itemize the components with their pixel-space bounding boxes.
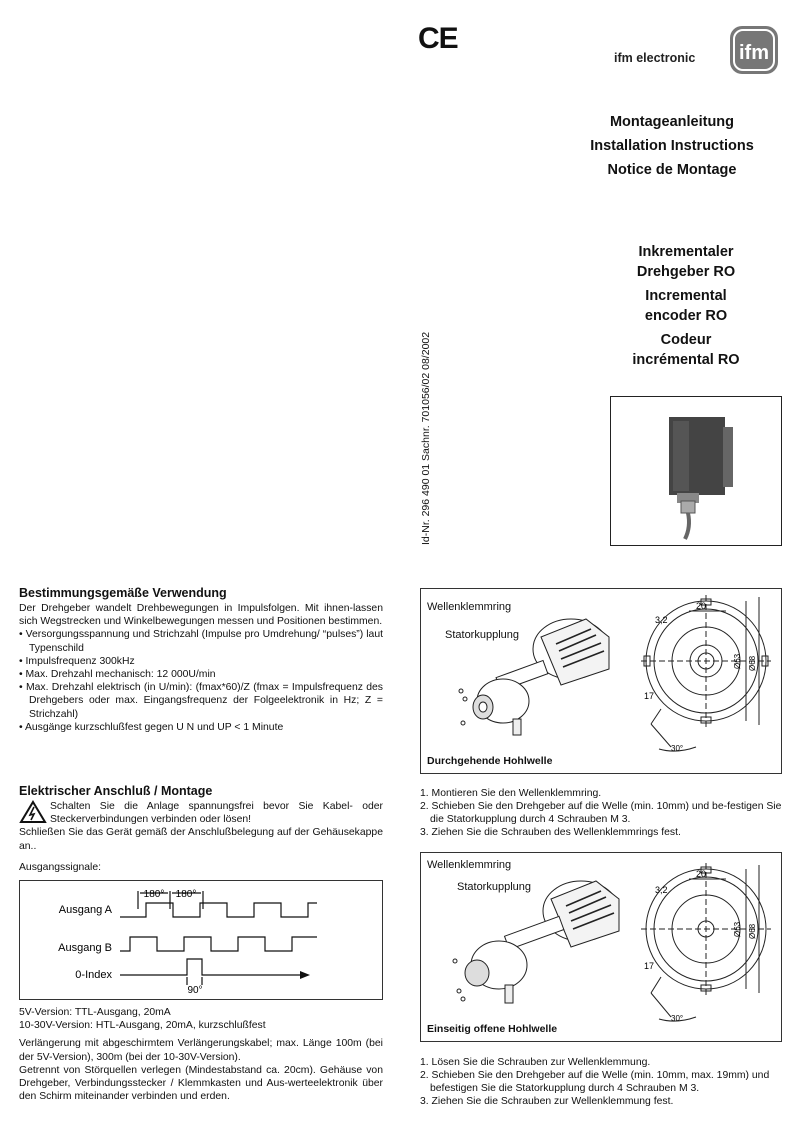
shield-note: Getrennt von Störquellen verlegen (Minde… [19, 1064, 383, 1103]
encoder-photo-icon [669, 417, 733, 540]
steps-through-shaft: 1. Montieren Sie den Wellenklemmring. 2.… [420, 787, 782, 839]
usage-bullet-3: • Max. Drehzahl mechanisch: 12 000U/min [19, 669, 216, 681]
signal-a-label: Ausgang A [59, 904, 113, 916]
product-block: Inkrementaler Drehgeber RO Incremental e… [606, 242, 766, 370]
connect-text: Schließen Sie das Gerät gemäß der Anschl… [19, 827, 383, 852]
product-de-2: Drehgeber RO [636, 264, 736, 280]
logo-shape: ifm [730, 26, 778, 74]
figure1-caption: Durchgehende Hohlwelle [427, 755, 553, 767]
dim2-30deg: 30° [671, 1014, 683, 1023]
title-en: Installation Instructions [590, 138, 754, 154]
dim-17: 17 [644, 691, 654, 701]
side-id-number: Id-Nr. 296 490 01 Sachnr. 701056/02 08/2… [420, 331, 432, 545]
label-statorkupplung: Statorkupplung [445, 629, 519, 641]
steps-blind-shaft: 1. Lösen Sie die Schrauben zur Wellenkle… [420, 1056, 782, 1108]
label-180-1: 180° [144, 889, 165, 900]
signal-index-label: 0-Index [75, 969, 112, 981]
dim-30deg: 30° [671, 744, 683, 753]
product-fr-1: Codeur [660, 332, 712, 348]
product-de-1: Inkrementaler [638, 244, 734, 260]
label-wellenklemmring: Wellenklemmring [427, 601, 512, 613]
signal-b-label: Ausgang B [58, 942, 112, 954]
dim2-d68: Ø68 [748, 923, 757, 939]
usage-intro: Der Drehgeber wandelt Drehbewegungen in … [19, 603, 383, 628]
usage-bullet-5: • Ausgänge kurzschlußfest gegen U N und … [19, 721, 284, 733]
electrical-section: Elektrischer Anschluß / Montage Schalten… [19, 784, 383, 874]
step2-1: 1. Lösen Sie die Schrauben zur Wellenkle… [420, 1057, 651, 1068]
ifm-logo: ifm [726, 22, 782, 78]
step2-2: 2. Schieben Sie den Drehgeber auf die We… [420, 1070, 770, 1094]
warning-text: Schalten Sie die Anlage spannungsfrei be… [50, 801, 383, 826]
step2-3: 3. Ziehen Sie die Schrauben zur Wellenkl… [420, 1096, 674, 1107]
title-de: Montageanleitung [609, 114, 735, 130]
electrical-heading: Elektrischer Anschluß / Montage [19, 784, 213, 798]
signal-diagram: 180° 180° Ausgang A Ausgang B 0-Index 90… [19, 880, 383, 1000]
label2-wellenklemmring: Wellenklemmring [427, 859, 512, 871]
dim2-17: 17 [644, 961, 654, 971]
pulse-diagram-icon: 180° 180° Ausgang A Ausgang B 0-Index 90… [58, 889, 317, 996]
version-10-30v: 10-30V-Version: HTL-Ausgang, 20mA, kurzs… [19, 1020, 266, 1032]
warning-triangle-icon [19, 800, 47, 823]
figure-through-shaft: 20 3,2 Ø63 Ø68 17 30° Wellenklemmring St… [420, 588, 782, 774]
cable-note: Verlängerung mit abgeschirmtem Verlänger… [19, 1038, 383, 1063]
product-photo [610, 396, 782, 546]
figure-blind-shaft: 20 3,2 Ø63 Ø68 17 30° Wellenklemmring St… [420, 852, 782, 1042]
dim-3-2: 3,2 [655, 615, 668, 625]
ce-mark: CE [418, 22, 459, 55]
step1-3: 3. Ziehen Sie die Schrauben des Wellenkl… [420, 827, 681, 838]
dim2-20: 20 [696, 869, 706, 879]
step1-1: 1. Montieren Sie den Wellenklemmring. [420, 788, 602, 799]
product-en-1: Incremental [645, 288, 727, 304]
logo-text: ifm [739, 42, 769, 64]
dim2-3-2: 3,2 [655, 885, 668, 895]
label-180-2: 180° [176, 889, 197, 900]
dim2-d63: Ø63 [733, 921, 742, 937]
blind-shaft-drawing-icon: 20 3,2 Ø63 Ø68 17 30° [452, 863, 771, 1023]
product-fr-2: incrémental RO [632, 352, 740, 368]
title-block: Montageanleitung Installation Instructio… [572, 110, 772, 182]
product-en-2: encoder RO [644, 308, 728, 324]
usage-bullet-4: • Max. Drehzahl elektrisch (in U/min): (… [19, 682, 383, 720]
warning-block: Schalten Sie die Anlage spannungsfrei be… [19, 800, 383, 826]
dim-20: 20 [696, 601, 706, 611]
usage-bullet-1: • Versorgungsspannung und Strichzahl (Im… [19, 629, 383, 654]
version-5v: 5V-Version: TTL-Ausgang, 20mA [19, 1007, 171, 1018]
usage-heading: Bestimmungsgemäße Verwendung [19, 586, 227, 600]
label-90: 90° [187, 985, 202, 996]
dim-d68: Ø68 [748, 655, 757, 671]
step1-2: 2. Schieben Sie den Drehgeber auf die We… [420, 801, 782, 825]
dim-d63: Ø63 [733, 653, 742, 669]
hollow-shaft-drawing-icon: 20 3,2 Ø63 Ø68 17 30° [458, 595, 771, 753]
brand-name: ifm electronic [614, 51, 696, 65]
figure2-caption: Einseitig offene Hohlwelle [427, 1023, 558, 1035]
signals-label: Ausgangssignale: [19, 861, 102, 873]
versions-block: 5V-Version: TTL-Ausgang, 20mA 10-30V-Ver… [19, 1006, 383, 1103]
usage-section: Bestimmungsgemäße Verwendung Der Drehgeb… [19, 586, 383, 734]
usage-bullet-2: • Impulsfrequenz 300kHz [19, 655, 135, 667]
label2-statorkupplung: Statorkupplung [457, 881, 531, 893]
title-fr: Notice de Montage [607, 162, 737, 178]
